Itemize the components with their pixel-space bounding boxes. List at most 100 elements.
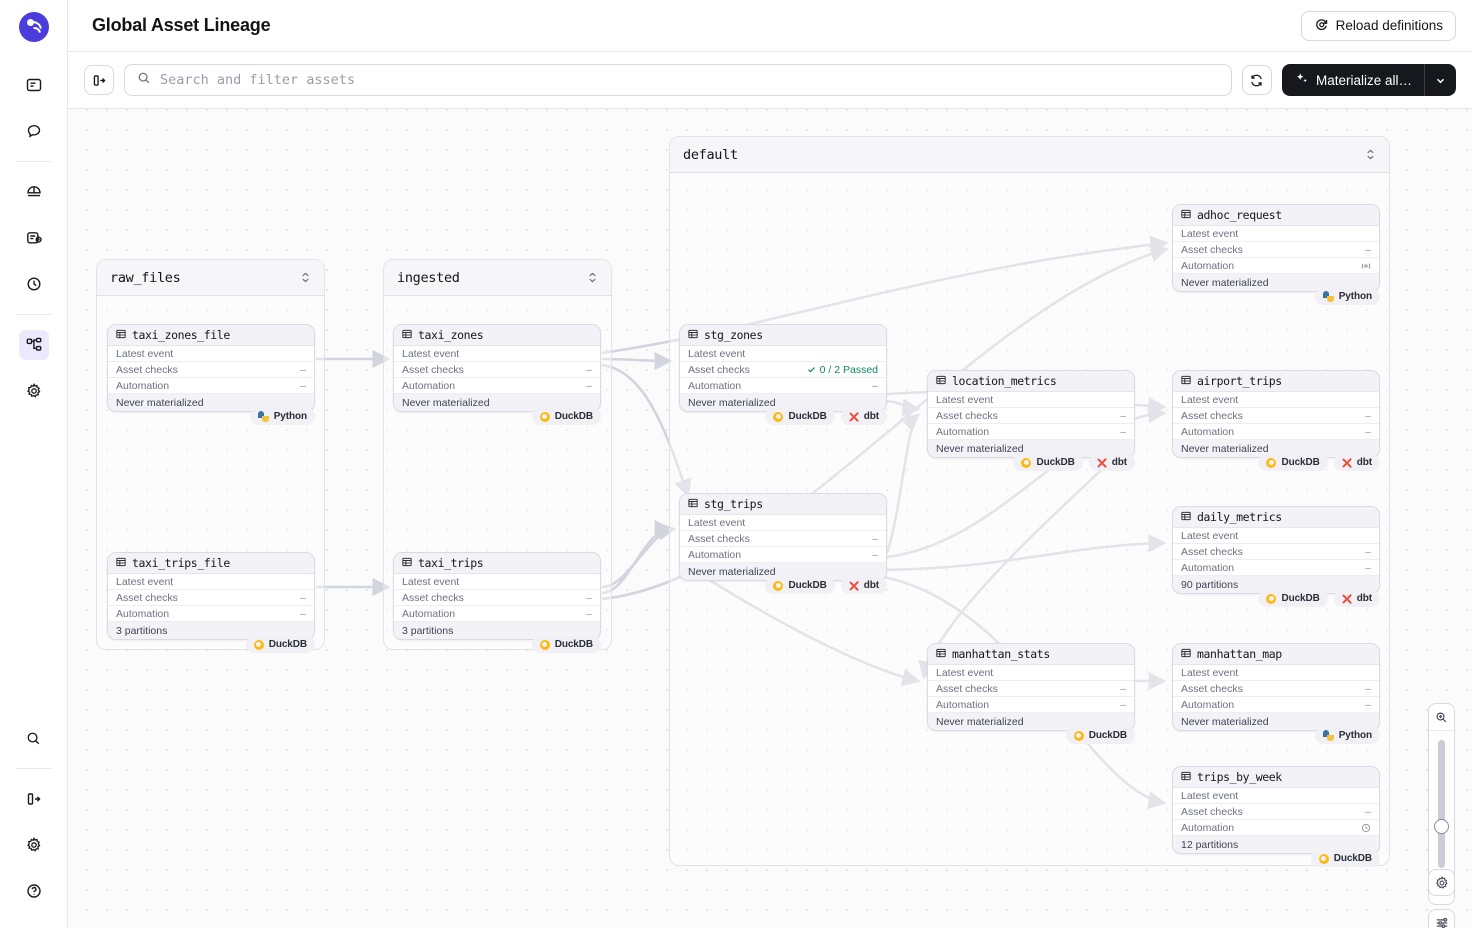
- zoom-slider-thumb[interactable]: [1434, 819, 1449, 834]
- display-options-button[interactable]: [1428, 909, 1455, 928]
- asset-node-header[interactable]: daily_metrics: [1173, 507, 1379, 528]
- materialize-dropdown-button[interactable]: [1425, 76, 1456, 85]
- asset-checks-row[interactable]: Asset checks–: [108, 590, 314, 606]
- asset-checks-row[interactable]: Asset checks–: [928, 408, 1134, 424]
- tag-python[interactable]: Python: [1314, 288, 1380, 305]
- asset-node-header[interactable]: trips_by_week: [1173, 767, 1379, 788]
- search-icon[interactable]: [19, 723, 49, 753]
- automation-row[interactable]: Automation: [1173, 820, 1379, 836]
- gear-icon[interactable]: [19, 830, 49, 860]
- zoom-in-button[interactable]: [1429, 704, 1454, 730]
- asset-node-header[interactable]: stg_trips: [680, 494, 886, 515]
- asset-checks-row[interactable]: Asset checks–: [1173, 408, 1379, 424]
- schedules-icon[interactable]: [19, 269, 49, 299]
- tag-duckdb[interactable]: DuckDB: [1065, 727, 1135, 744]
- asset-node-header[interactable]: location_metrics: [928, 371, 1134, 392]
- tag-dbt[interactable]: dbt: [1088, 454, 1135, 471]
- settings-icon[interactable]: [19, 376, 49, 406]
- asset-node-header[interactable]: adhoc_request: [1173, 205, 1379, 226]
- refresh-button[interactable]: [1241, 65, 1272, 95]
- automation-row[interactable]: Automation–: [680, 547, 886, 563]
- group-header-ingested[interactable]: ingested: [384, 260, 611, 296]
- automation-row[interactable]: Automation: [1173, 258, 1379, 274]
- automation-row[interactable]: Automation–: [680, 378, 886, 394]
- graph-settings-button[interactable]: [1428, 869, 1455, 896]
- collapse-group-icon[interactable]: [300, 272, 311, 283]
- asset-node-header[interactable]: taxi_trips: [394, 553, 600, 574]
- tag-duckdb[interactable]: DuckDB: [765, 408, 835, 425]
- jobs-icon[interactable]: [19, 223, 49, 253]
- asset-node-header[interactable]: manhattan_stats: [928, 644, 1134, 665]
- tag-dbt[interactable]: dbt: [840, 408, 887, 425]
- asset-checks-row[interactable]: Asset checks–: [680, 531, 886, 547]
- tag-python[interactable]: Python: [1314, 727, 1380, 744]
- automation-row[interactable]: Automation–: [108, 606, 314, 622]
- asset-checks-row[interactable]: Asset checks–: [1173, 544, 1379, 560]
- asset-node-header[interactable]: taxi_trips_file: [108, 553, 314, 574]
- group-header-default[interactable]: default: [670, 137, 1389, 173]
- group-header-raw_files[interactable]: raw_files: [97, 260, 324, 296]
- automation-row[interactable]: Automation–: [1173, 560, 1379, 576]
- tag-dbt[interactable]: dbt: [840, 577, 887, 594]
- tag-dbt[interactable]: dbt: [1333, 454, 1380, 471]
- asset-checks-row[interactable]: Asset checks–: [1173, 804, 1379, 820]
- tag-python[interactable]: Python: [249, 408, 315, 425]
- asset-checks-row[interactable]: Asset checks–: [108, 362, 314, 378]
- asset-checks-row[interactable]: Asset checks–: [928, 681, 1134, 697]
- tag-duckdb[interactable]: DuckDB: [1310, 850, 1380, 867]
- sidebar-toggle-icon[interactable]: [19, 784, 49, 814]
- asset-node-header[interactable]: taxi_zones: [394, 325, 600, 346]
- tag-duckdb[interactable]: DuckDB: [1258, 454, 1328, 471]
- asset-node-header[interactable]: airport_trips: [1173, 371, 1379, 392]
- tag-duckdb[interactable]: DuckDB: [531, 408, 601, 425]
- collapse-group-icon[interactable]: [1365, 149, 1376, 160]
- zoom-slider[interactable]: [1429, 731, 1454, 877]
- automation-row[interactable]: Automation–: [108, 378, 314, 394]
- runs-icon[interactable]: [19, 70, 49, 100]
- automation-row[interactable]: Automation–: [1173, 697, 1379, 713]
- asset-checks-row[interactable]: Asset checks–: [1173, 242, 1379, 258]
- tag-dbt[interactable]: dbt: [1333, 590, 1380, 607]
- tag-duckdb[interactable]: DuckDB: [245, 636, 315, 653]
- automation-row[interactable]: Automation–: [394, 606, 600, 622]
- dagster-logo[interactable]: [18, 12, 49, 42]
- asset-checks-row[interactable]: Asset checks–: [394, 362, 600, 378]
- automation-row[interactable]: Automation–: [394, 378, 600, 394]
- asset-node-header[interactable]: stg_zones: [680, 325, 886, 346]
- automation-row[interactable]: Automation–: [928, 697, 1134, 713]
- collapse-group-icon[interactable]: [587, 272, 598, 283]
- expand-sidebar-button[interactable]: [84, 65, 114, 95]
- tag-duckdb[interactable]: DuckDB: [531, 636, 601, 653]
- tag-duckdb[interactable]: DuckDB: [1013, 454, 1083, 471]
- automation-row[interactable]: Automation–: [928, 424, 1134, 440]
- search-input[interactable]: [160, 72, 1219, 88]
- asset-checks-row[interactable]: Asset checks–: [1173, 681, 1379, 697]
- materialize-all-button[interactable]: Materialize all…: [1281, 64, 1456, 96]
- lineage-canvas[interactable]: raw_files ingested def: [68, 109, 1472, 928]
- asset-checks-row[interactable]: Asset checks–: [394, 590, 600, 606]
- asset-node-header[interactable]: manhattan_map: [1173, 644, 1379, 665]
- assets-icon[interactable]: [18, 330, 49, 360]
- deployment-icon[interactable]: [19, 177, 49, 207]
- help-icon[interactable]: [19, 876, 49, 906]
- tag-duckdb[interactable]: DuckDB: [1258, 590, 1328, 607]
- search-input-wrapper[interactable]: [124, 64, 1232, 96]
- chat-icon[interactable]: [19, 116, 49, 146]
- asset-node-header[interactable]: taxi_zones_file: [108, 325, 314, 346]
- tag-duckdb[interactable]: DuckDB: [765, 577, 835, 594]
- reload-definitions-button[interactable]: Reload definitions: [1300, 10, 1456, 41]
